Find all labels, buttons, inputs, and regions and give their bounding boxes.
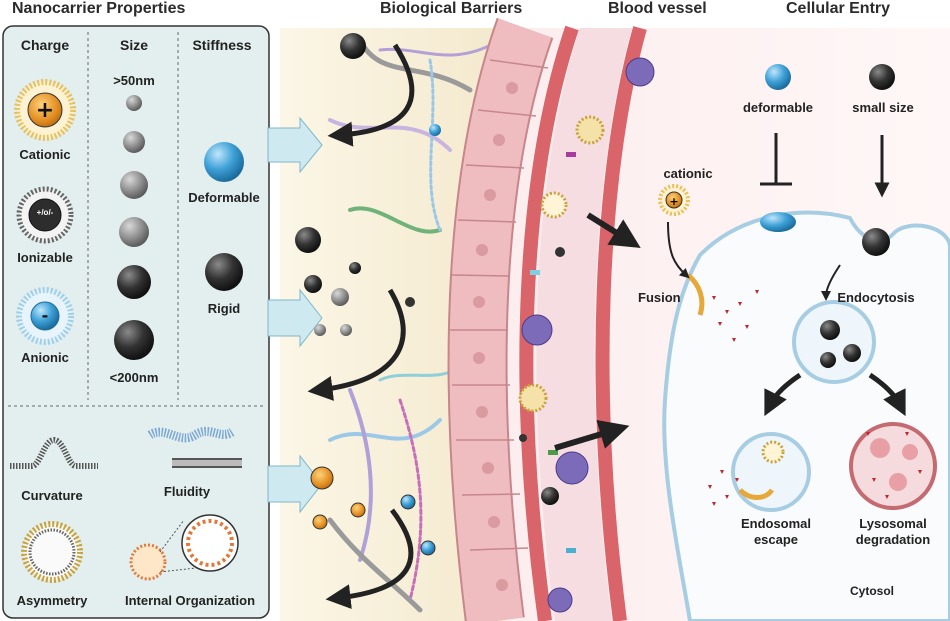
deformable-sphere-icon bbox=[204, 142, 244, 182]
lysosome-vesicle-2 bbox=[902, 444, 918, 460]
barrier-np-cationic-2 bbox=[312, 514, 328, 530]
label-internal-organization: Internal Organization bbox=[124, 593, 256, 608]
barrier-np-blue bbox=[429, 124, 441, 136]
cationic-np-fusion: + bbox=[658, 184, 690, 216]
asymmetry-vesicle-icon bbox=[21, 521, 83, 583]
lysosome-vesicle-3 bbox=[889, 473, 907, 491]
barrier-np-2 bbox=[295, 227, 321, 253]
label-anionic: Anionic bbox=[21, 350, 69, 365]
size-sphere-3 bbox=[120, 171, 148, 199]
barrier-np-cationic-3 bbox=[350, 502, 366, 518]
header-cellular-entry: Cellular Entry bbox=[786, 0, 891, 17]
barrier-np-4 bbox=[331, 288, 349, 306]
barrier-np-7 bbox=[340, 324, 352, 336]
label-cationic: Cationic bbox=[19, 147, 71, 162]
lysosome bbox=[849, 422, 937, 510]
escaping-np bbox=[761, 440, 785, 464]
barrier-arrow-2 bbox=[307, 288, 406, 401]
endosome-np-1 bbox=[820, 320, 840, 340]
column-header-charge: Charge bbox=[20, 37, 70, 53]
barrier-np-1 bbox=[340, 33, 366, 59]
label-lysosomal-degradation: Lysosomal degradation bbox=[855, 516, 931, 547]
label-cytosol: Cytosol bbox=[849, 584, 895, 598]
deformable-np-flat bbox=[760, 212, 796, 232]
size-sphere-1 bbox=[126, 95, 142, 111]
barrier-arrow-1 bbox=[327, 43, 415, 147]
label-fluidity: Fluidity bbox=[163, 484, 211, 499]
escape-fusion-patch bbox=[738, 488, 775, 500]
fluidity-membrane-icon bbox=[147, 426, 242, 468]
header-biological-barriers: Biological Barriers bbox=[380, 0, 523, 17]
label-ionizable: Ionizable bbox=[17, 250, 73, 265]
label-fusion: Fusion bbox=[638, 290, 681, 305]
cell-membrane bbox=[662, 210, 950, 621]
fusion-patch bbox=[686, 273, 705, 316]
svg-text:+: + bbox=[36, 98, 54, 123]
small-size-np-top bbox=[869, 64, 895, 90]
deformable-np-top bbox=[765, 64, 791, 90]
endosome-np-2 bbox=[843, 344, 861, 362]
header-nanocarrier-properties: Nanocarrier Properties bbox=[12, 0, 186, 17]
barrier-np-anionic-2 bbox=[420, 540, 436, 556]
barrier-np-5 bbox=[349, 262, 361, 274]
connector-arrow-membrane bbox=[267, 454, 323, 514]
cationic-nanoparticle-icon: + bbox=[14, 79, 76, 141]
svg-text:-: - bbox=[42, 306, 49, 325]
label-deformable-cell: deformable bbox=[742, 100, 814, 115]
endocytosed-np bbox=[862, 228, 890, 256]
endosome bbox=[792, 300, 876, 384]
size-sphere-6 bbox=[114, 320, 154, 360]
cargo-fragments bbox=[708, 290, 922, 506]
barrier-np-3 bbox=[304, 275, 322, 293]
label-small-size: small size bbox=[852, 100, 914, 115]
column-header-stiffness: Stiffness bbox=[192, 37, 252, 53]
endosome-np-3 bbox=[820, 352, 836, 368]
label-ionizable-symbol: +/o/- bbox=[36, 208, 54, 217]
size-sphere-4 bbox=[119, 217, 149, 247]
vessel-arrow-lower bbox=[554, 419, 630, 451]
barrier-np-anionic-1 bbox=[400, 494, 416, 510]
escaping-endosome bbox=[731, 432, 811, 512]
svg-text:+: + bbox=[669, 195, 678, 208]
blood-cells bbox=[518, 57, 655, 613]
vessel-arrow-upper bbox=[586, 212, 641, 248]
label-curvature: Curvature bbox=[21, 488, 83, 503]
vessel-wall-inner bbox=[519, 25, 579, 621]
label-size-top: >50nm bbox=[113, 73, 155, 88]
ionizable-nanoparticle-icon bbox=[16, 186, 74, 244]
label-size-bottom: <200nm bbox=[109, 370, 159, 385]
label-cationic-vessel: cationic bbox=[663, 166, 713, 181]
size-sphere-2 bbox=[123, 131, 145, 153]
anionic-nanoparticle-icon: - bbox=[16, 287, 74, 345]
fusion-arrow bbox=[667, 221, 690, 279]
column-header-size: Size bbox=[119, 37, 149, 53]
label-endocytosis: Endocytosis bbox=[837, 290, 915, 305]
epithelial-cell-layer bbox=[447, 17, 554, 621]
connector-arrow-size bbox=[267, 288, 323, 348]
barrier-np-8 bbox=[405, 297, 415, 307]
rigid-sphere-icon bbox=[205, 253, 243, 291]
vessel-wall-outer bbox=[595, 26, 647, 621]
header-blood-vessel: Blood vessel bbox=[608, 0, 707, 17]
endocytosis-arrow bbox=[821, 264, 841, 301]
curvature-membrane-icon bbox=[10, 436, 98, 469]
barrier-np-cationic-1 bbox=[310, 466, 334, 490]
label-rigid: Rigid bbox=[207, 301, 241, 316]
label-endosomal-escape: Endosomal escape bbox=[740, 516, 812, 547]
size-sphere-5 bbox=[117, 265, 151, 299]
label-deformable: Deformable bbox=[188, 190, 260, 205]
connector-arrow-charge bbox=[267, 116, 323, 174]
arrow-to-lysosome bbox=[868, 372, 906, 417]
arrow-to-escape bbox=[764, 372, 802, 417]
barrier-arrow-3 bbox=[325, 508, 414, 610]
label-asymmetry: Asymmetry bbox=[16, 593, 88, 608]
barrier-np-6 bbox=[314, 324, 326, 336]
lysosome-vesicle-1 bbox=[870, 438, 890, 458]
internal-organization-icon bbox=[129, 514, 239, 581]
